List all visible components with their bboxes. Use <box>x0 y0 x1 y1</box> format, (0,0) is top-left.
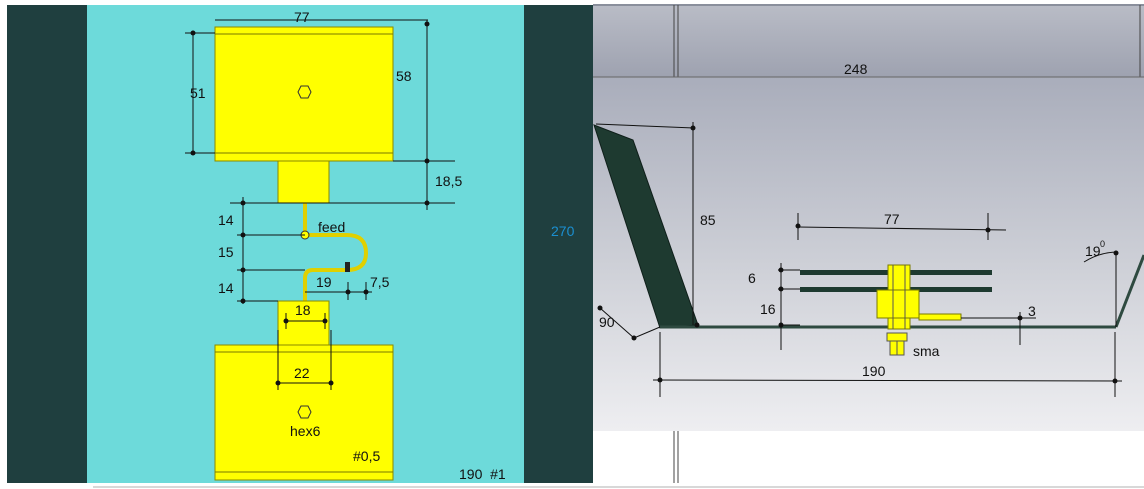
reflector-right <box>1114 254 1144 328</box>
label-bottom-note: 190 #1 <box>459 466 506 482</box>
dim-mount-height: 16 <box>760 301 776 317</box>
top-neck <box>277 160 330 204</box>
dim-height-inner: 51 <box>190 85 206 101</box>
dim-loop-gap: 7,5 <box>370 274 390 290</box>
center-dark-strip <box>524 5 593 483</box>
dim-gap-top: 18,5 <box>435 173 462 189</box>
dim-stub-width: 18 <box>295 302 311 318</box>
dim-seg-3: 14 <box>218 280 234 296</box>
sma-connector-icon <box>886 332 908 356</box>
feed-line <box>303 203 369 302</box>
dim-base-width: 190 <box>862 363 886 379</box>
dim-pad-width: 22 <box>294 365 310 381</box>
mount-block <box>876 264 962 330</box>
front-view: 77 51 58 18,5 feed 14 15 14 19 7,5 18 22… <box>7 5 593 483</box>
label-feed: feed <box>318 219 345 235</box>
side-top-band <box>593 5 1144 77</box>
front-dimension-dots <box>190 21 430 386</box>
dim-angle-left: 90 <box>599 314 615 330</box>
dim-loop-width: 19 <box>316 274 332 290</box>
dim-top-width: 248 <box>844 61 868 77</box>
dim-dipole-width: 77 <box>884 211 900 227</box>
dim-offset: 3 <box>1028 303 1036 319</box>
dim-angle-right-unit: 0 <box>1100 239 1105 249</box>
side-view: 248 85 77 6 16 3 90 sma 190 19 0 <box>593 4 1144 483</box>
dim-reflector-height: 85 <box>700 212 716 228</box>
dim-height-outer: 58 <box>396 68 412 84</box>
loop-gap-marker <box>345 262 350 272</box>
dim-seg-1: 14 <box>218 212 234 228</box>
label-connector: sma <box>913 343 940 359</box>
side-bottom-area <box>593 431 1144 483</box>
dim-angle-right: 19 <box>1085 243 1101 259</box>
dim-seg-2: 15 <box>218 244 234 260</box>
label-thickness: #0,5 <box>353 448 380 464</box>
dim-width-top: 77 <box>294 9 310 25</box>
top-plate <box>214 26 394 162</box>
hex-nut-icon <box>297 85 312 99</box>
dim-plate-gap: 6 <box>748 270 756 286</box>
side-main-area <box>593 77 1144 431</box>
side-dimension-dots <box>597 125 1119 384</box>
bottom-plate <box>214 344 394 481</box>
dim-center-270: 270 <box>551 223 575 239</box>
left-dark-strip <box>7 5 87 483</box>
hex-bolt-icon <box>297 405 312 419</box>
label-hex: hex6 <box>290 423 321 439</box>
